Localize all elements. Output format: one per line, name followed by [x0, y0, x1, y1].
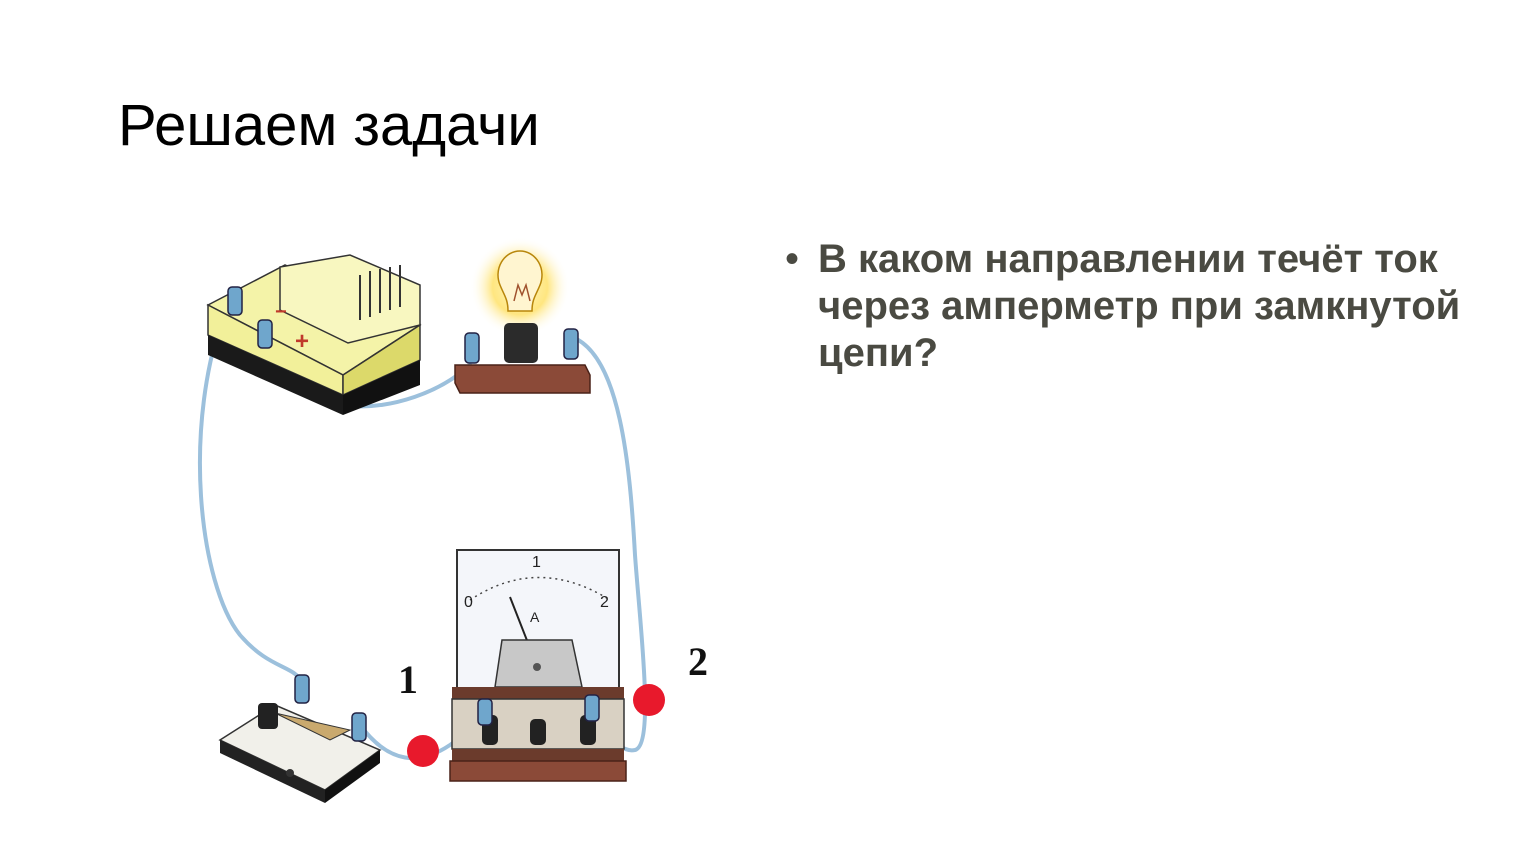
ammeter-scale-2: 2	[600, 594, 609, 611]
ammeter-needle	[509, 596, 529, 644]
wire-lamp-ammeter	[570, 335, 648, 753]
slide-title: Решаем задачи	[118, 93, 540, 158]
battery-plus-label: +	[295, 328, 309, 355]
point-2-label: 2	[688, 639, 708, 684]
ammeter-icon: 0 1 2 A	[449, 549, 627, 782]
battery-icon: − +	[206, 254, 422, 415]
ammeter-scale-1: 1	[532, 554, 541, 571]
bullet-item: • В каком направлении течёт ток через ам…	[785, 236, 1485, 377]
battery-terminal-minus	[227, 286, 243, 316]
battery-minus-label: −	[275, 301, 287, 323]
point-1-label: 1	[398, 657, 418, 702]
lamp-icon	[454, 237, 591, 394]
switch-icon	[218, 674, 382, 803]
wire-battery-switch	[197, 301, 304, 685]
bullet-dot: •	[785, 237, 800, 281]
ammeter-unit-label: A	[530, 609, 540, 625]
circuit-diagram: − + 0 1 2 A	[197, 237, 708, 803]
battery-terminal-plus	[257, 319, 273, 349]
bullet-list: • В каком направлении течёт ток через ам…	[785, 236, 1485, 377]
question-text: В каком направлении течёт ток через ампе…	[818, 237, 1461, 375]
point-1-marker	[407, 735, 439, 767]
ammeter-scale-0: 0	[464, 594, 473, 611]
point-2-marker	[633, 684, 665, 716]
